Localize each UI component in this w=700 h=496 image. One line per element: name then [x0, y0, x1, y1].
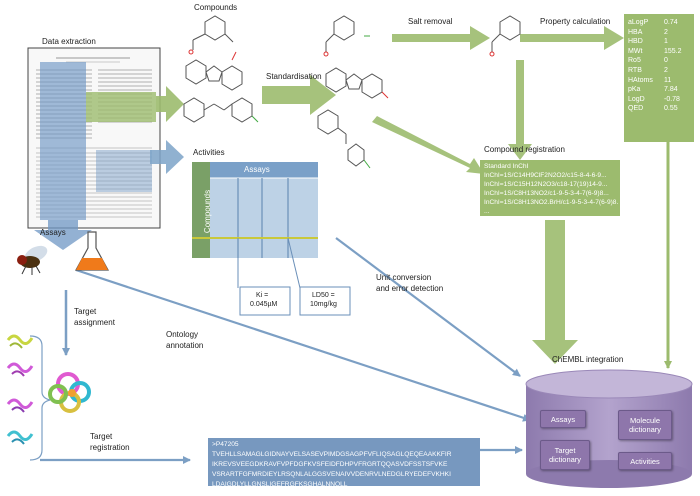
unit-conversion-label-2: and error detection — [376, 284, 444, 293]
molecule-3 — [183, 97, 259, 123]
activity-table-side: Compounds — [203, 189, 213, 234]
sequence-line: LDAIGDLYLLGNSLIGEFRGFKSGHALNNQLL — [212, 481, 348, 488]
assays-label: Assays — [40, 228, 66, 237]
protein-icon-3 — [6, 398, 34, 413]
activity-table — [192, 162, 351, 316]
document-green-highlight — [86, 92, 156, 122]
target-registration-label-2: registration — [90, 443, 130, 452]
callout-ld50-value: 10mg/kg — [310, 301, 337, 308]
chembl-assays-box: Assays — [540, 410, 586, 428]
unit-conversion-label-1: Unit conversion — [376, 273, 432, 282]
protein-complex-icon — [48, 372, 91, 413]
ontology-label-1: Ontology — [166, 330, 199, 339]
arrow-down-registration — [508, 60, 532, 160]
arrow-salt-removal — [392, 26, 490, 50]
molecule-5 — [325, 67, 389, 99]
data-extraction-label: Data extraction — [42, 37, 96, 46]
arrow-to-compounds — [156, 86, 184, 122]
inchi-list: Standard InChI InChI=1S/C14H9ClF2N2O2/c1… — [484, 162, 618, 216]
arrow-assays-to-chembl — [75, 268, 531, 422]
flask-icon — [74, 231, 110, 271]
sequence-line: TVEHLLSAMAGLGIDNAYVELSASEVPIMDGSAGPFVFLI… — [212, 451, 452, 458]
sequence-line: IKREVSVEEGDKRAVFVPFDGFKVSFEIDFDHPVFRGRTQ… — [212, 461, 448, 468]
ontology-label-2: annotation — [166, 341, 204, 350]
arrow-standardisation — [262, 75, 336, 115]
target-registration-label-1: Target — [90, 432, 113, 441]
down-arrow-to-assays — [34, 212, 92, 250]
sequence-text: >P47205 TVEHLLSAMAGLGIDNAYVELSASEVPIMDGS… — [212, 440, 478, 490]
inchi-line: InChI=1S/C14H9ClF2N2O2/c15-8-4-6-9... — [484, 172, 607, 179]
target-assignment-label-1: Target — [74, 307, 97, 316]
molecule-6 — [317, 109, 371, 169]
fly-icon — [17, 245, 48, 275]
sequence-id: >P47205 — [212, 441, 239, 448]
arrow-activities-to-chembl — [335, 237, 521, 377]
property-box — [624, 14, 694, 142]
protein-icon-4 — [6, 430, 34, 445]
compound-registration-label: Compound registration — [484, 145, 565, 154]
molecule-1 — [188, 15, 234, 55]
activities-label: Activities — [193, 148, 225, 157]
inchi-box — [480, 160, 620, 216]
activity-table-header: Assays — [244, 165, 270, 174]
sequence-line: VSRARTFGFMRDIEYLRSQNLALGGSVENAIVVDENRVLN… — [212, 471, 451, 478]
property-calculation-label: Property calculation — [540, 17, 611, 26]
inchi-line: InChI=1S/C8H13NO2.BrH/c1-9-5-3-4-7(6-9)8… — [484, 199, 618, 206]
protein-icon-2 — [6, 362, 34, 377]
inchi-line: InChI=1S/C15H12N2O3/c18-17(19)14-9... — [484, 181, 608, 188]
document-blue-highlight — [40, 62, 86, 220]
document-table-highlight — [96, 150, 152, 192]
arrow-registration-to-chembl — [532, 220, 578, 364]
callout-ki-value: 0.045µM — [250, 301, 278, 308]
arrow-property-calculation — [520, 26, 624, 50]
inchi-line: ... — [484, 208, 490, 215]
compounds-label: Compounds — [194, 3, 238, 12]
target-assignment-label-2: assignment — [74, 318, 115, 327]
inchi-line: InChI=1S/C8H13NO2/c1-9-5-3-4-7(6-9)8... — [484, 190, 609, 197]
salt-removal-label: Salt removal — [408, 17, 453, 26]
chembl-activities-box: Activities — [618, 452, 672, 470]
target-bracket — [29, 335, 51, 461]
molecule-4 — [323, 15, 370, 57]
molecule-2 — [185, 51, 243, 91]
property-row: LogD-0.78 — [628, 95, 680, 103]
callout-ki-label: Ki = — [256, 292, 269, 299]
sequence-box — [208, 438, 480, 486]
callout-ld50-label: LD50 = — [312, 292, 335, 299]
protein-icon-1 — [6, 334, 34, 349]
inchi-title: Standard InChI — [484, 163, 529, 170]
chembl-integration-label: ChEMBL integration — [552, 355, 624, 364]
arrow-to-activities — [150, 140, 184, 174]
standardisation-label: Standardisation — [266, 72, 322, 81]
arrow-diagonal-registration — [372, 116, 484, 174]
molecule-7 — [489, 15, 521, 57]
